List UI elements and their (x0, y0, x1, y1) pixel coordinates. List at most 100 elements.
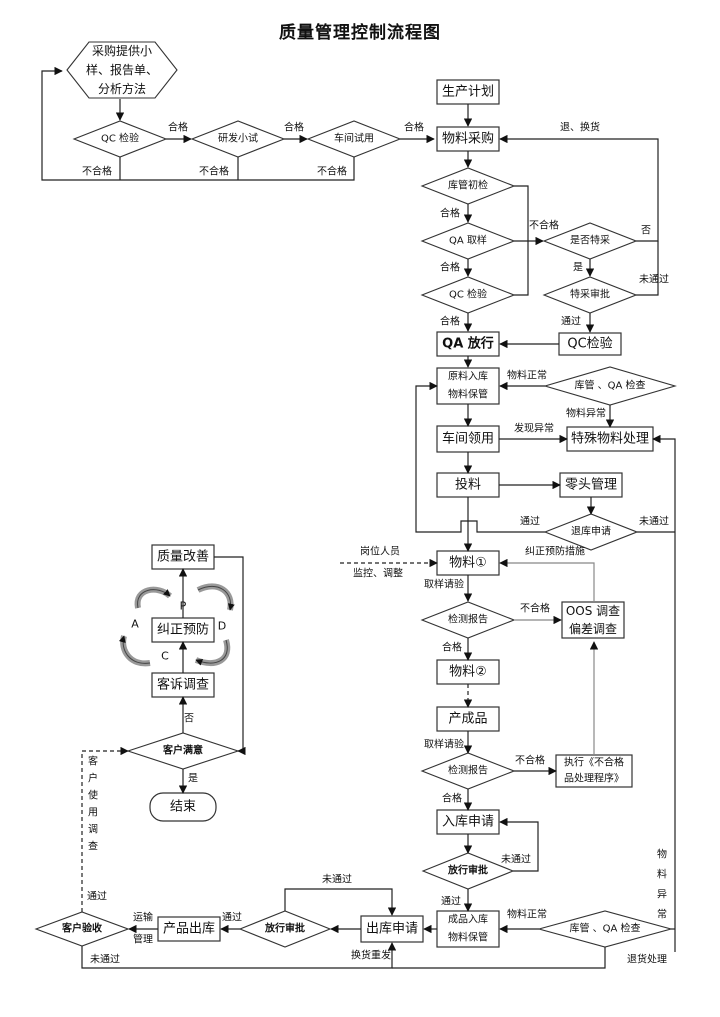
label-pdca-c: C (161, 650, 169, 663)
finished-product-box[interactable] (436, 706, 500, 732)
label-fail: 不合格 (317, 165, 347, 178)
label-pass: 合格 (440, 315, 460, 328)
corrective-preventive-box[interactable] (151, 617, 215, 643)
product-outbound-box[interactable] (157, 916, 221, 942)
label-abnormal-found: 发现异常 (514, 422, 554, 435)
pdca-arrow-c-to-a (120, 635, 151, 667)
label-transport: 管理 (133, 933, 153, 946)
oos-investigation-box[interactable] (561, 601, 625, 639)
release-approval-2-diamond-label: 放行审批 (264, 922, 305, 935)
label-pdca-d: D (218, 620, 226, 633)
label-material-abnormal-vertical: 常 (657, 908, 667, 921)
oos-investigation-box-label: 偏差调查 (569, 621, 617, 636)
finished-product-box-label: 产成品 (448, 712, 487, 727)
warehouse-qa-check-1-diamond[interactable] (543, 366, 677, 406)
customer-acceptance-diamond[interactable] (34, 911, 130, 947)
warehouse-qa-check-2-diamond-label: 库管 、QA 检查 (569, 922, 640, 935)
special-purchase-diamond-label: 是否特采 (570, 235, 610, 247)
supplier-sample-node[interactable] (66, 41, 178, 99)
label-yes: 是 (573, 262, 583, 274)
label-exchange-resend: 换货重发 (351, 949, 391, 962)
label-pass: 合格 (442, 641, 462, 654)
material-purchase-box-label: 物料采购 (442, 131, 494, 147)
quality-improvement-box-label: 质量改善 (157, 549, 209, 565)
label-passed: 通过 (222, 911, 242, 924)
inspection-report-2-diamond-label: 检测报告 (448, 764, 488, 777)
label-not-passed: 未通过 (90, 953, 120, 966)
quality-improvement-box[interactable] (151, 544, 215, 570)
label-fail: 不合格 (520, 602, 550, 615)
pdca-arrow-p-to-d-outline (197, 585, 235, 611)
chart-title: 质量管理控制流程图 (279, 23, 441, 43)
return-exchange-line (499, 134, 659, 242)
label-yes: 是 (188, 773, 198, 785)
label-transport: 运输 (133, 911, 153, 924)
label-customer-use-survey-vertical: 使 (88, 789, 98, 802)
label-customer-use-survey-vertical: 查 (88, 840, 98, 853)
finished-storage-box[interactable] (436, 910, 500, 948)
supplier-sample-node-label: 样、报告单、 (86, 62, 158, 77)
label-pdca-p: P (180, 600, 187, 613)
label-sample-request: 取样请验 (424, 578, 464, 591)
customer-acceptance-diamond-label: 客户验收 (61, 922, 102, 935)
label-no: 否 (184, 713, 194, 725)
special-approval-diamond-label: 特采审批 (570, 288, 610, 301)
qc-check-1-diamond-label: QC 检验 (101, 132, 139, 145)
arrow-approval2-not-passed (284, 888, 397, 916)
label-material-abnormal-vertical: 异 (657, 889, 667, 901)
label-pass: 合格 (440, 207, 460, 220)
label-pass: 合格 (404, 121, 424, 134)
label-return-exchange: 退、换货 (560, 121, 600, 134)
label-fail: 不合格 (199, 165, 229, 178)
leftover-management-box-label: 零头管理 (565, 478, 617, 493)
release-approval-1-diamond-label: 放行审批 (447, 864, 488, 877)
qa-release-box-label: QA 放行 (442, 336, 494, 352)
rd-trial-diamond-label: 研发小试 (218, 132, 258, 145)
label-not-passed: 未通过 (501, 853, 531, 866)
workshop-trial-diamond-label: 车间试用 (334, 132, 374, 145)
storage-request-box-label: 入库申请 (442, 814, 494, 830)
qc-check-3-box-label: QC检验 (567, 336, 612, 352)
label-corrective-measures: 纠正预防措施 (525, 545, 585, 558)
label-passed: 通过 (561, 315, 581, 328)
label-not-passed: 未通过 (322, 873, 352, 886)
nonconforming-procedure-box-label: 执行《不合格 (564, 756, 624, 769)
label-passed: 通过 (87, 890, 107, 903)
special-material-handling-box-label: 特殊物料处理 (571, 432, 649, 447)
storage-request-box[interactable] (436, 809, 500, 835)
label-fail: 不合格 (515, 754, 545, 767)
material-purchase-box[interactable] (436, 126, 500, 152)
label-fail: 不合格 (529, 219, 559, 232)
label-return-handling: 退货处理 (627, 953, 667, 966)
raw-storage-box-label: 原料入库 (448, 370, 488, 383)
complaint-investigation-box[interactable] (151, 672, 215, 698)
return-request-diamond-label: 退库申请 (571, 525, 611, 538)
warehouse-qa-check-1-diamond-label: 库管 、QA 检查 (574, 379, 645, 392)
arrow-acceptance-not-passed (81, 942, 397, 969)
raw-storage-box-label: 物料保管 (448, 388, 488, 401)
label-pass: 合格 (440, 261, 460, 274)
label-customer-use-survey-vertical: 调 (88, 824, 98, 836)
nonconforming-procedure-box[interactable] (555, 754, 633, 788)
outbound-request-box[interactable] (360, 915, 424, 943)
finished-storage-box-label: 成品入库 (448, 913, 488, 926)
label-material-abnormal-vertical: 物 (657, 848, 667, 861)
right-rail-line (652, 434, 676, 952)
qc-check-2-diamond-label: QC 检验 (449, 288, 487, 301)
release-approval-2-diamond[interactable] (238, 910, 332, 948)
pdca-arrow-c-to-a-outline (118, 635, 151, 664)
feeding-box-label: 投料 (455, 477, 481, 493)
corrective-preventive-box-label: 纠正预防 (157, 622, 209, 638)
supplier-sample-node-label: 采购提供小 (92, 43, 152, 58)
label-sample-request: 取样请验 (424, 738, 464, 751)
fail-loop-line (41, 71, 355, 181)
qa-release-box[interactable] (436, 331, 500, 357)
finished-storage-box-label: 物料保管 (448, 931, 488, 944)
qa-sampling-diamond-label: QA 取样 (449, 234, 487, 247)
arrow-corrective-measures (499, 558, 595, 602)
pdca-arrow-a-to-p-outline (137, 589, 171, 609)
label-no: 否 (641, 225, 651, 237)
label-fail: 不合格 (82, 165, 112, 178)
label-monitor-adjust: 监控、调整 (353, 567, 403, 580)
